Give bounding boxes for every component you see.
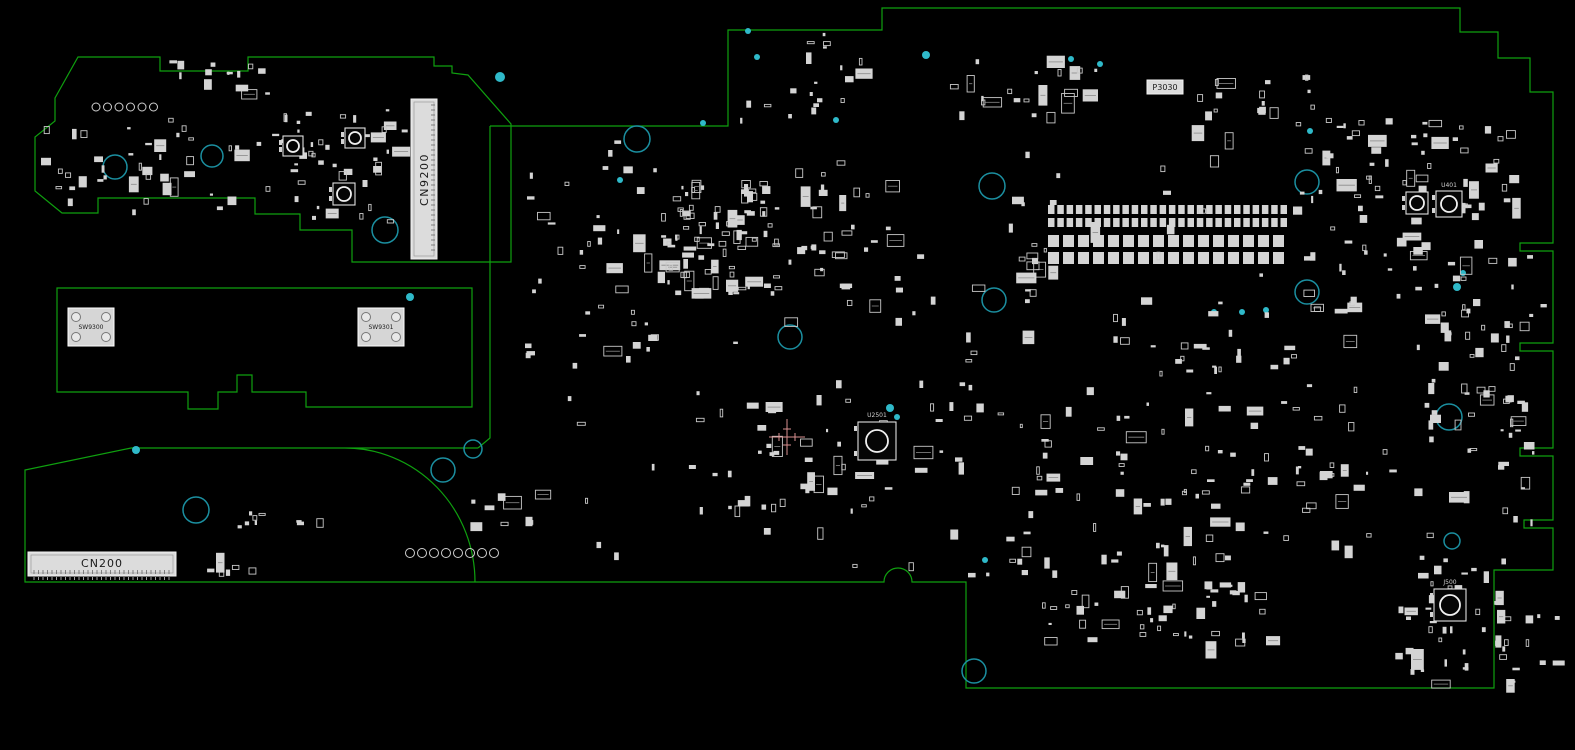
mounting-hole xyxy=(463,439,483,459)
smd-cluster xyxy=(1191,74,1315,150)
via xyxy=(745,28,751,34)
component-p3030[interactable] xyxy=(1146,79,1184,95)
smd-cluster xyxy=(1498,255,1547,527)
smd-cluster xyxy=(1097,297,1365,507)
fiducial-circle xyxy=(477,548,487,558)
via xyxy=(495,72,505,82)
via xyxy=(1239,309,1245,315)
smd-cluster xyxy=(207,552,257,577)
mounting-hole xyxy=(1443,532,1461,550)
smd-cluster xyxy=(1395,555,1516,693)
mounting-hole xyxy=(981,287,1007,313)
fiducial-circle xyxy=(405,548,415,558)
via xyxy=(982,557,988,563)
mounting-holes xyxy=(102,125,1463,684)
smd-cluster xyxy=(949,55,1098,124)
board-outlines xyxy=(24,7,1554,689)
smd-cluster xyxy=(740,32,873,124)
smd-cluster xyxy=(950,523,1178,583)
component-sw9301[interactable] xyxy=(357,307,405,347)
mounting-hole xyxy=(200,144,224,168)
via xyxy=(700,120,706,126)
component-cn200[interactable] xyxy=(27,551,177,580)
via xyxy=(132,446,140,454)
smd-cluster xyxy=(41,117,250,216)
fiducial-circle xyxy=(91,102,101,112)
mid-left-board xyxy=(56,287,473,410)
mounting-hole xyxy=(978,172,1006,200)
mounting-hole xyxy=(371,216,399,244)
smd-cluster xyxy=(688,402,824,518)
via xyxy=(617,177,623,183)
via xyxy=(1068,56,1074,62)
smd-cluster xyxy=(256,109,411,224)
component-ic[interactable] xyxy=(341,127,366,149)
via xyxy=(1307,128,1313,134)
smd-cluster xyxy=(1042,580,1281,659)
vias xyxy=(132,28,1466,563)
smd-cluster xyxy=(1012,196,1059,284)
smd-cluster xyxy=(525,150,681,369)
smd-cluster xyxy=(1133,445,1353,559)
bottom-left-strip xyxy=(24,447,546,583)
smd-cluster xyxy=(784,168,902,327)
fiducial-circle xyxy=(417,548,427,558)
origin-crosshair xyxy=(769,419,805,455)
memory-array-grid xyxy=(1048,205,1287,264)
mounting-hole xyxy=(430,457,456,483)
smd-cluster xyxy=(1421,125,1527,466)
component-ic[interactable] xyxy=(1402,191,1429,215)
smd-cluster xyxy=(237,511,324,529)
via xyxy=(922,51,930,59)
mounting-hole xyxy=(623,125,651,153)
smd-cluster xyxy=(169,60,270,100)
component-ic[interactable] xyxy=(279,135,304,157)
fiducial-circle xyxy=(149,102,158,112)
fiducial-circle xyxy=(114,102,124,112)
smd-cluster xyxy=(567,140,1478,572)
fiducial-circle xyxy=(465,548,475,558)
mounting-hole xyxy=(1294,169,1320,195)
top-left-board xyxy=(34,56,512,263)
component-cn9200[interactable] xyxy=(410,98,438,260)
fiducial-circle xyxy=(126,102,135,112)
mounting-hole xyxy=(961,658,987,684)
fiducial-circle xyxy=(489,548,499,558)
mounting-hole xyxy=(777,324,803,350)
via xyxy=(833,117,839,123)
component-ic[interactable] xyxy=(329,182,356,206)
component-sw9300[interactable] xyxy=(67,307,115,347)
smd-cluster xyxy=(470,489,552,532)
via xyxy=(1097,61,1103,67)
via xyxy=(1263,307,1269,313)
fiducial-circle xyxy=(453,548,463,558)
smd-cluster xyxy=(659,179,783,299)
component-u401[interactable] xyxy=(1432,190,1463,218)
via xyxy=(886,404,894,412)
via xyxy=(406,293,414,301)
smd-cluster xyxy=(1495,609,1565,671)
fiducial-circle xyxy=(441,548,451,558)
via xyxy=(1460,270,1466,276)
mounting-hole xyxy=(182,496,210,524)
component-j500[interactable] xyxy=(1430,588,1467,622)
fiducial-circle-rows xyxy=(91,102,499,558)
mounting-hole xyxy=(1294,279,1320,305)
via xyxy=(894,414,900,420)
component-u2501[interactable] xyxy=(854,421,897,461)
fiducial-circle xyxy=(137,102,147,112)
via xyxy=(754,54,760,60)
via xyxy=(1453,283,1461,291)
main-board xyxy=(477,7,1554,689)
fiducial-circle xyxy=(103,102,112,112)
fiducial-circle xyxy=(429,548,439,558)
